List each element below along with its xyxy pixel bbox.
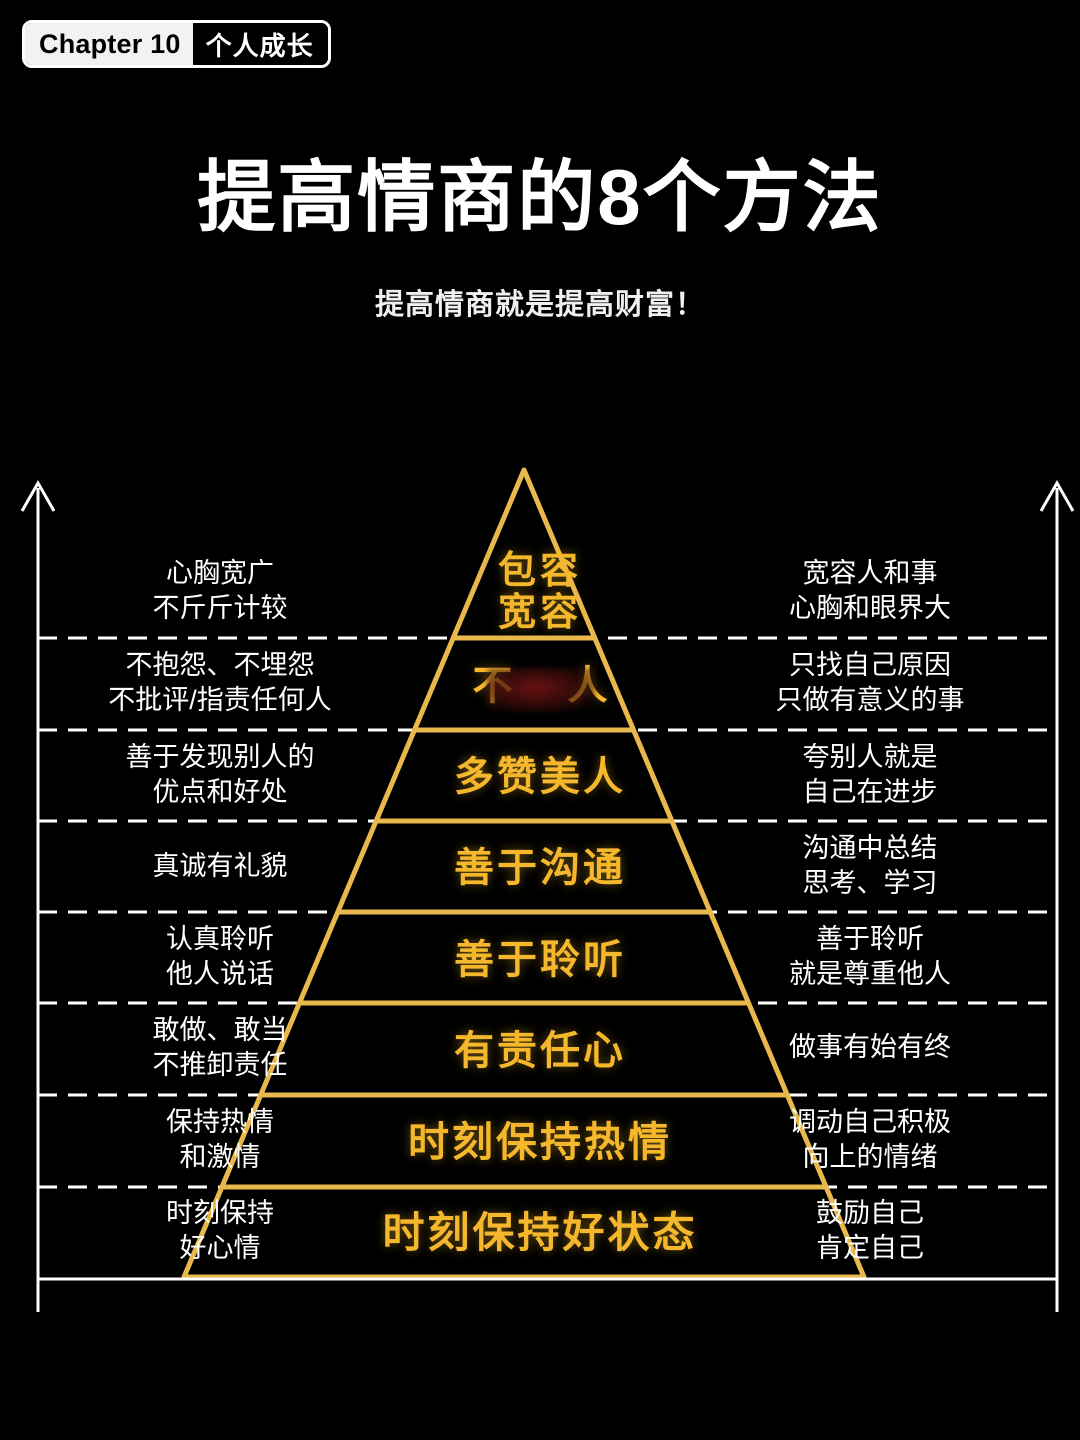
left-axis-arrow bbox=[20, 479, 56, 1312]
tier-6-label: 有责任心 bbox=[454, 1029, 626, 1073]
chapter-number-label: Chapter 10 bbox=[25, 23, 193, 65]
tier-4-left-note: 真诚有礼貌 bbox=[152, 851, 288, 881]
tier-3-right-note: 夸别人就是 自己在进步 bbox=[802, 742, 938, 807]
tier-5-label: 善于聆听 bbox=[454, 938, 626, 982]
pyramid-inner-dividers bbox=[221, 635, 827, 1190]
tier-7-left-note: 保持热情 和激情 bbox=[166, 1107, 274, 1172]
tier-7-right-note: 调动自己积极 向上的情绪 bbox=[789, 1107, 951, 1172]
tier-3-label: 多赞美人 bbox=[454, 755, 626, 799]
tier-2-right-note: 只找自己原因 只做有意义的事 bbox=[775, 650, 965, 715]
tier-7-label: 时刻保持热情 bbox=[408, 1119, 672, 1165]
tier-1-label: 包容 宽容 bbox=[497, 550, 582, 634]
tier-2-left-note: 不抱怨、不埋怨 不批评/指责任何人 bbox=[108, 650, 332, 715]
tier-5-right-note: 善于聆听 就是尊重他人 bbox=[789, 924, 951, 989]
tier-1-right-note: 宽容人和事 心胸和眼界大 bbox=[789, 558, 951, 623]
pyramid-outline bbox=[181, 467, 867, 1280]
tier-1-left-note: 心胸宽广 不斤斤计较 bbox=[152, 558, 288, 623]
chapter-badge: Chapter 10 个人成长 bbox=[22, 20, 331, 68]
right-axis-arrow bbox=[1039, 479, 1075, 1312]
tier-6-left-note: 敢做、敢当 不推卸责任 bbox=[152, 1015, 288, 1080]
tier-8-right-note: 鼓励自己 肯定自己 bbox=[816, 1198, 924, 1263]
page-subtitle: 提高情商就是提高财富！ bbox=[374, 289, 705, 321]
tier-6-right-note: 做事有始有终 bbox=[789, 1032, 951, 1062]
chapter-category-label: 个人成长 bbox=[192, 23, 328, 65]
tier-divider-dashes bbox=[38, 636, 1057, 1189]
tier-5-left-note: 认真聆听 他人说话 bbox=[166, 924, 274, 989]
page-title: 提高情商的8个方法 bbox=[197, 153, 883, 241]
tier-8-label: 时刻保持好状态 bbox=[382, 1209, 698, 1256]
tier-3-left-note: 善于发现别人的 优点和好处 bbox=[125, 742, 315, 807]
tier-4-right-note: 沟通中总结 思考、学习 bbox=[802, 833, 938, 898]
tier-4-label: 善于沟通 bbox=[454, 846, 626, 890]
tier-8-left-note: 时刻保持 好心情 bbox=[166, 1198, 274, 1263]
